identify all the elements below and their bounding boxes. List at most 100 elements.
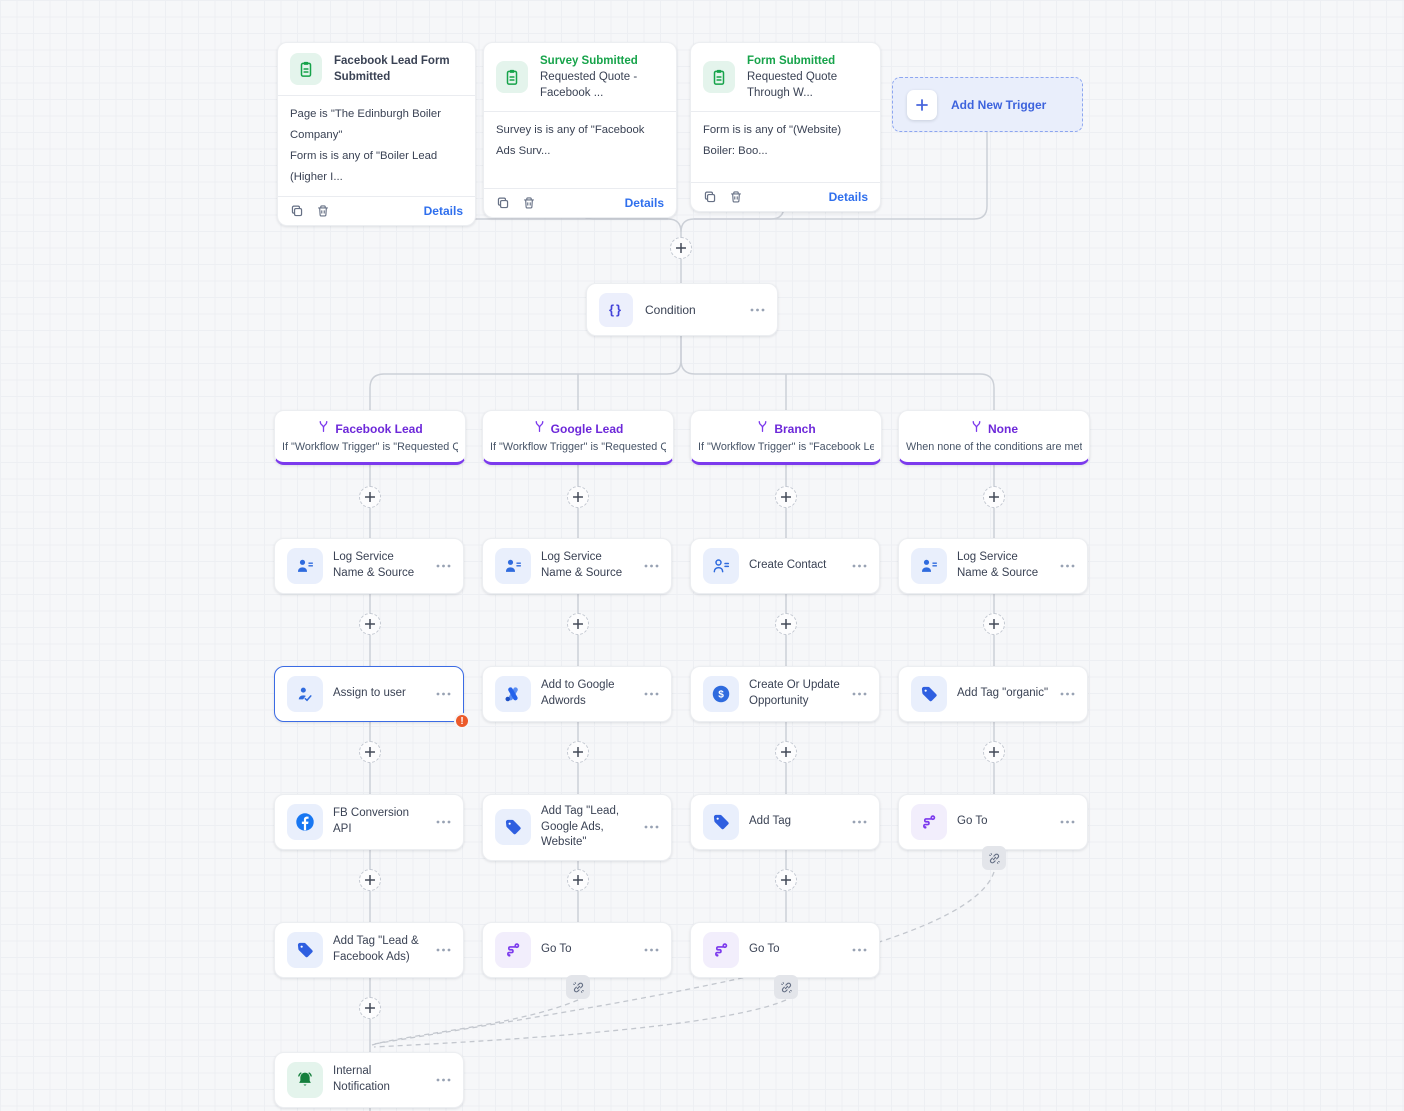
add-step-button[interactable] (983, 486, 1005, 508)
user-list-icon (495, 548, 531, 584)
more-menu-icon[interactable] (1060, 692, 1075, 696)
trigger-filters: Form is is any of "(Website) Boiler: Boo… (691, 112, 880, 184)
add-step-button[interactable] (775, 613, 797, 635)
goto-link-icon[interactable] (566, 975, 590, 999)
trash-icon[interactable] (729, 190, 743, 204)
branch-node-facebook-lead[interactable]: Facebook Lead If "Workflow Trigger" is "… (274, 410, 466, 465)
more-menu-icon[interactable] (644, 564, 659, 568)
goto-link-icon[interactable] (774, 975, 798, 999)
trigger-card-survey-submitted[interactable]: Survey Submitted Requested Quote - Faceb… (483, 42, 677, 219)
error-badge (454, 713, 470, 729)
more-menu-icon[interactable] (436, 564, 451, 568)
action-label: Go To (541, 943, 572, 956)
action-label: Go To (749, 943, 780, 956)
add-new-trigger-button[interactable]: Add New Trigger (892, 77, 1083, 132)
add-step-button[interactable] (567, 486, 589, 508)
copy-icon[interactable] (496, 196, 510, 210)
more-menu-icon[interactable] (852, 692, 867, 696)
action-node-add-tag[interactable]: Add Tag (690, 794, 880, 850)
add-step-button[interactable] (775, 869, 797, 891)
add-step-button[interactable] (775, 486, 797, 508)
action-node-google-adwords[interactable]: Add to Google Adwords (482, 666, 672, 722)
action-label: Add Tag "organic" (957, 687, 1049, 700)
add-step-button[interactable] (567, 741, 589, 763)
more-menu-icon[interactable] (436, 1078, 451, 1082)
google-ads-icon (495, 676, 531, 712)
trigger-title: Form Submitted (747, 55, 836, 67)
action-node-go-to[interactable]: Go To (482, 922, 672, 978)
more-menu-icon[interactable] (436, 692, 451, 696)
action-node-create-contact[interactable]: Create Contact (690, 538, 880, 594)
branch-node-none[interactable]: None When none of the conditions are met (898, 410, 1090, 465)
action-node-internal-notification[interactable]: Internal Notification (274, 1052, 464, 1108)
more-menu-icon[interactable] (1060, 564, 1075, 568)
add-step-button[interactable] (359, 869, 381, 891)
bell-icon (287, 1062, 323, 1098)
trigger-details-link[interactable]: Details (624, 196, 664, 211)
more-menu-icon[interactable] (750, 308, 765, 312)
condition-label: Condition (645, 302, 696, 317)
action-label: Log Service Name & Source (333, 551, 415, 579)
goto-link-icon[interactable] (982, 846, 1006, 870)
more-menu-icon[interactable] (436, 820, 451, 824)
action-label: FB Conversion API (333, 807, 410, 835)
branch-name: Google Lead (550, 422, 624, 436)
trigger-details-link[interactable]: Details (423, 203, 463, 218)
trigger-details-link[interactable]: Details (828, 190, 868, 205)
copy-icon[interactable] (290, 204, 304, 218)
trigger-filters: Survey is is any of "Facebook Ads Surv..… (484, 112, 676, 190)
branch-node-branch[interactable]: Branch If "Workflow Trigger" is "Faceboo… (690, 410, 882, 465)
add-step-button[interactable] (359, 741, 381, 763)
add-step-button[interactable] (983, 613, 1005, 635)
action-node-add-tag-lead-facebook[interactable]: Add Tag "Lead & Facebook Ads) (274, 922, 464, 978)
go-to-route-icon (495, 932, 531, 968)
branch-icon (317, 420, 330, 438)
more-menu-icon[interactable] (436, 948, 451, 952)
copy-icon[interactable] (703, 190, 717, 204)
tag-icon (911, 676, 947, 712)
action-node-add-tag-organic[interactable]: Add Tag "organic" (898, 666, 1088, 722)
action-node-log-service[interactable]: Log Service Name & Source (482, 538, 672, 594)
add-step-button[interactable] (670, 237, 692, 259)
action-node-fb-conversion-api[interactable]: FB Conversion API (274, 794, 464, 850)
condition-node[interactable]: {} Condition (586, 283, 778, 336)
more-menu-icon[interactable] (852, 948, 867, 952)
action-node-log-service[interactable]: Log Service Name & Source (898, 538, 1088, 594)
trash-icon[interactable] (522, 196, 536, 210)
more-menu-icon[interactable] (852, 564, 867, 568)
trigger-card-facebook-lead-form[interactable]: Facebook Lead Form Submitted Page is "Th… (277, 42, 476, 226)
action-label: Add to Google Adwords (541, 679, 615, 707)
braces-icon: {} (599, 292, 633, 327)
more-menu-icon[interactable] (1060, 820, 1075, 824)
action-node-go-to[interactable]: Go To (690, 922, 880, 978)
trigger-filters: Page is "The Edinburgh Boiler Company" F… (278, 96, 475, 197)
trigger-filter-line: Page is "The Edinburgh Boiler Company" (290, 108, 441, 142)
action-node-log-service[interactable]: Log Service Name & Source (274, 538, 464, 594)
action-node-assign-to-user[interactable]: Assign to user (274, 666, 470, 729)
add-step-button[interactable] (983, 741, 1005, 763)
action-node-go-to[interactable]: Go To (898, 794, 1088, 850)
more-menu-icon[interactable] (644, 948, 659, 952)
branch-node-google-lead[interactable]: Google Lead If "Workflow Trigger" is "Re… (482, 410, 674, 465)
action-label: Create Contact (749, 559, 827, 572)
trigger-card-form-submitted[interactable]: Form Submitted Requested Quote Through W… (690, 42, 881, 213)
more-menu-icon[interactable] (852, 820, 867, 824)
trash-icon[interactable] (316, 204, 330, 218)
plus-icon (907, 89, 937, 120)
svg-text:$: $ (718, 690, 724, 701)
action-node-add-tag-lead-google-ads[interactable]: Add Tag "Lead, Google Ads, Website" (482, 794, 672, 861)
more-menu-icon[interactable] (644, 825, 659, 829)
add-step-button[interactable] (567, 869, 589, 891)
branch-icon (756, 420, 769, 438)
action-node-create-opportunity[interactable]: $ Create Or Update Opportunity (690, 666, 880, 722)
add-step-button[interactable] (567, 613, 589, 635)
add-step-button[interactable] (359, 613, 381, 635)
add-step-button[interactable] (359, 486, 381, 508)
action-label: Internal Notification (333, 1065, 390, 1093)
branch-condition: If "Workflow Trigger" is "Requested Q... (490, 441, 666, 453)
add-step-button[interactable] (359, 997, 381, 1019)
user-check-icon (287, 676, 323, 712)
add-step-button[interactable] (775, 741, 797, 763)
more-menu-icon[interactable] (644, 692, 659, 696)
